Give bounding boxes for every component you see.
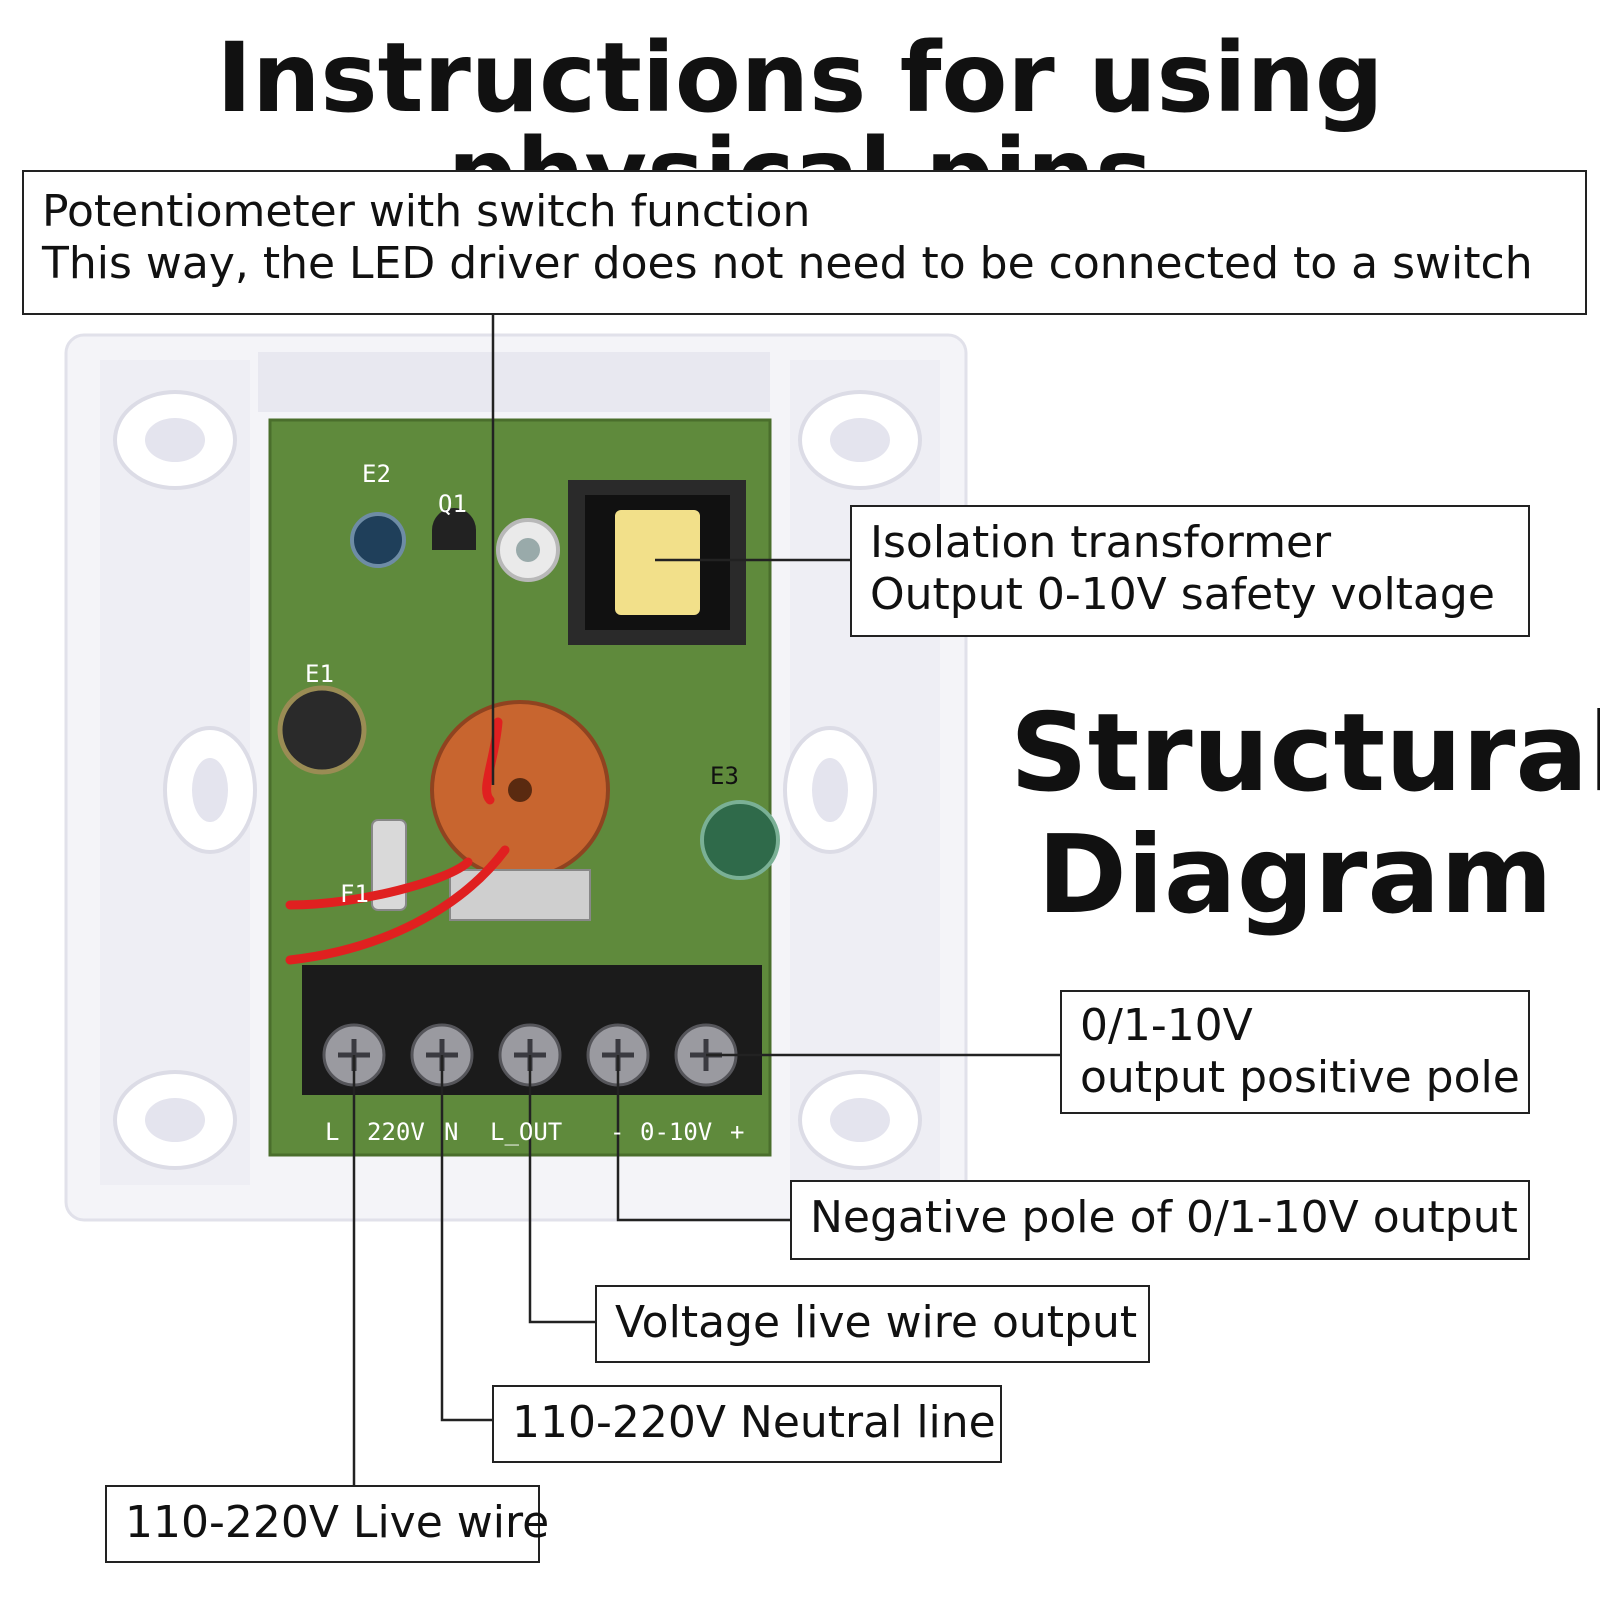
structural-heading-line1: Structural (1010, 691, 1600, 816)
transformer-coil (615, 510, 700, 615)
callout-live-out-line1: Voltage live wire output (615, 1297, 1138, 1348)
terminal-label-plus: + (730, 1118, 745, 1146)
red-wire-1 (482, 717, 503, 805)
label-e1: E1 (305, 660, 334, 688)
capacitor-e1 (277, 685, 367, 775)
callout-positive-line2: output positive pole (1080, 1051, 1520, 1103)
terminal-label-minus: - (610, 1118, 625, 1146)
terminal-label-range: 0-10V (640, 1118, 713, 1146)
terminal-label-220v: 220V (367, 1118, 425, 1146)
top-rail (258, 352, 770, 412)
label-e3: E3 (710, 762, 739, 790)
terminal-label-lout: L_OUT (490, 1118, 563, 1146)
structural-heading-line2: Diagram (1037, 813, 1553, 938)
callout-negative-line1: Negative pole of 0/1-10V output (810, 1192, 1518, 1243)
leader-neutral (440, 1055, 492, 1422)
capacitor-e3 (700, 800, 780, 880)
red-wire-2 (285, 857, 473, 910)
structural-diagram-heading: Structural Diagram (1010, 691, 1600, 938)
terminal-label-n: N (444, 1118, 459, 1146)
callout-live-line1: 110-220V Live wire (125, 1497, 550, 1548)
callout-live-wire: 110-220V Live wire (105, 1485, 550, 1563)
label-f1: F1 (340, 880, 369, 908)
leader-live-out (528, 1055, 595, 1324)
callout-positive-line1: 0/1-10V (1080, 1000, 1253, 1051)
label-q1: Q1 (438, 490, 467, 518)
callout-neutral-line: 110-220V Neutral line (492, 1385, 1002, 1463)
callout-transformer: Isolation transformer Output 0-10V safet… (850, 505, 1530, 637)
capacitor-e2 (350, 512, 406, 568)
callout-neutral-line1: 110-220V Neutral line (512, 1397, 996, 1448)
red-wire-3 (285, 845, 510, 965)
callout-transformer-line1: Isolation transformer (870, 517, 1332, 568)
terminal-label-l: L (325, 1118, 340, 1146)
callout-live-wire-output: Voltage live wire output (595, 1285, 1150, 1363)
transistor-q1 (432, 508, 476, 550)
callout-positive-pole: 0/1-10V output positive pole (1060, 990, 1530, 1114)
label-e2: E2 (362, 460, 391, 488)
callout-potentiometer-line2: This way, the LED driver does not need t… (42, 237, 1533, 289)
callout-potentiometer-line1: Potentiometer with switch function (42, 186, 811, 237)
callout-transformer-line2: Output 0-10V safety voltage (870, 568, 1495, 620)
callout-potentiometer: Potentiometer with switch function This … (22, 170, 1587, 315)
callout-negative-pole: Negative pole of 0/1-10V output (790, 1180, 1530, 1260)
leader-negative (616, 1055, 790, 1222)
